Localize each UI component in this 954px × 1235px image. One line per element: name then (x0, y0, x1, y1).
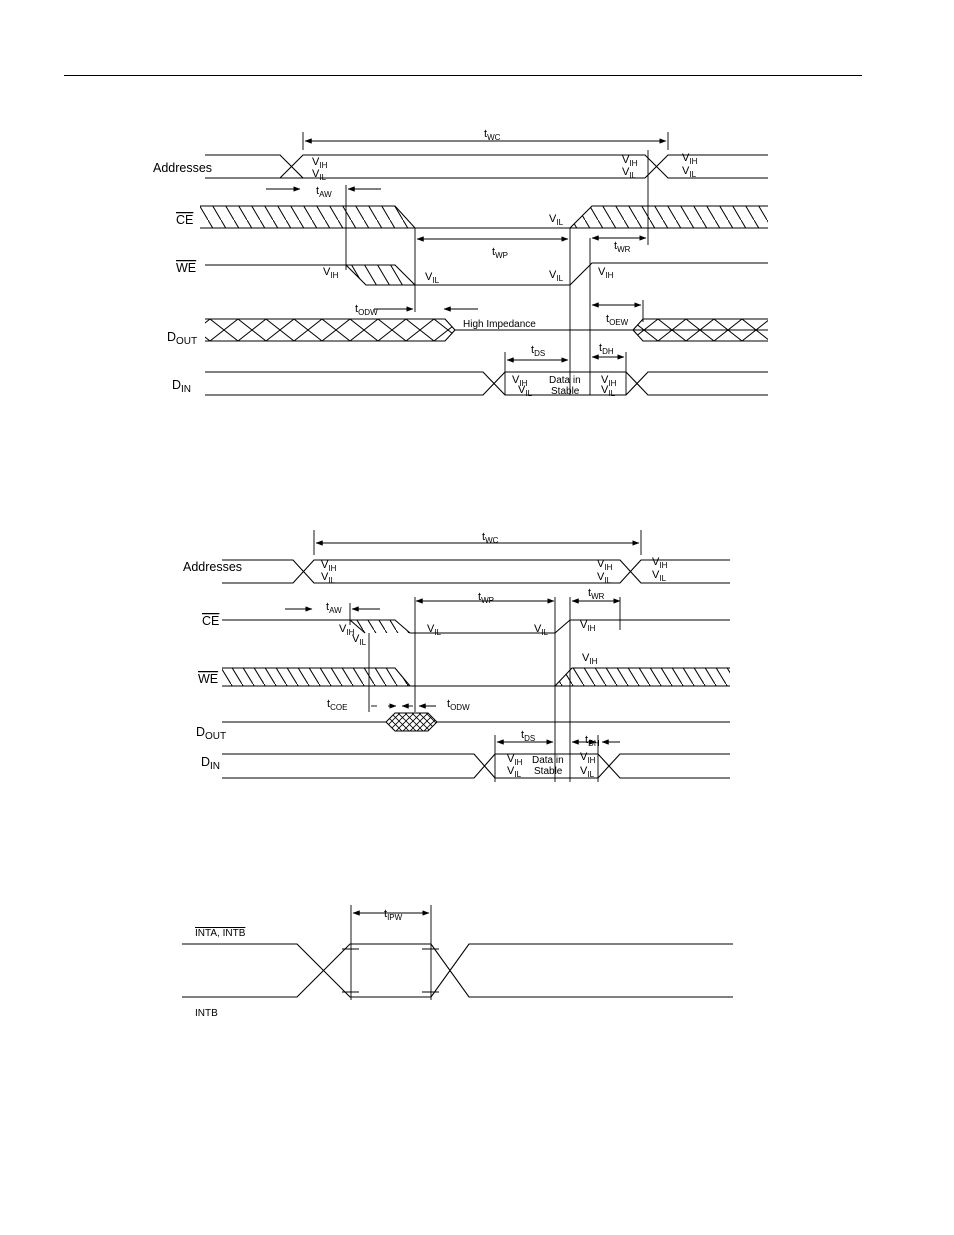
twr-label-2: tWR (588, 587, 605, 601)
addresses-label-1: Addresses (153, 161, 212, 175)
addr2-vil-left: VIL (321, 571, 336, 585)
addr-vil-mid: VIL (622, 166, 637, 180)
ce2-vil-left: VIL (352, 633, 367, 647)
stable-note-2: Stable (534, 766, 563, 777)
interrupt-pulse-diagram: tIPW INTA, INTB INTB (182, 905, 733, 1019)
header-rule (64, 75, 862, 76)
intb-label: INTB (195, 1008, 218, 1019)
high-impedance-note: High Impedance (463, 319, 536, 330)
ce2-vil-mid: VIL (427, 623, 442, 637)
din-vil-right: VIL (601, 384, 616, 398)
write-cycle-diagram-2: Addresses tWC VIH VIL VIH VIL VIH VIL tA… (183, 530, 730, 782)
din-vil-left: VIL (518, 384, 533, 398)
addr2-vil-mid: VIL (597, 571, 612, 585)
taw-label-2: tAW (326, 601, 342, 615)
addresses-waveform-1 (205, 154, 768, 179)
taw-label-1: tAW (316, 185, 332, 199)
tdh-label-1: tDH (599, 342, 614, 356)
ce-vil: VIL (549, 213, 564, 227)
data-in-note-2: Data in (532, 755, 564, 766)
dout-label-2: DOUT (196, 725, 226, 742)
din2-vil-right: VIL (580, 765, 595, 779)
tcoe-label-2: tCOE (327, 698, 347, 712)
ce2-vil-right: VIL (534, 623, 549, 637)
stable-note-1: Stable (551, 386, 580, 397)
din-label-1: DIN (172, 378, 191, 395)
todw-label-2: tODW (447, 698, 470, 712)
addr-vil-right: VIL (682, 165, 697, 179)
addr-vil-left: VIL (312, 168, 327, 182)
din-vih-right: VIH (601, 374, 617, 388)
ce2-vih: VIH (339, 623, 355, 637)
we2-vih: VIH (582, 652, 598, 666)
din-vih-left: VIH (512, 374, 528, 388)
we-vil-left: VIL (425, 271, 440, 285)
tds-label-2: tDS (521, 729, 535, 743)
din2-vil-left: VIL (507, 765, 522, 779)
twr-label-1: tWR (614, 240, 631, 254)
addr2-vih-right: VIH (652, 556, 668, 570)
addresses-label-2: Addresses (183, 560, 242, 574)
ce-label-2: CE (202, 614, 219, 628)
inta-intb-label: INTA, INTB (195, 928, 246, 939)
toew-label-1: tOEW (606, 313, 629, 327)
tds-label-1: tDS (531, 344, 545, 358)
twc-label-1: tWC (484, 128, 501, 142)
todw-label-1: tODW (355, 303, 378, 317)
addr2-vih-mid: VIH (597, 558, 613, 572)
twp-label-1: tWP (492, 246, 508, 260)
data-in-note-1: Data in (549, 375, 581, 386)
addr-vih-right: VIH (682, 152, 698, 166)
we-vih-left: VIH (323, 266, 339, 280)
ce2-vih-right: VIH (580, 619, 596, 633)
ce-label-1: CE (176, 213, 193, 227)
twc-label-2: tWC (482, 531, 499, 545)
we-vih-right: VIH (598, 266, 614, 280)
addr-vih-left: VIH (312, 156, 328, 170)
we-vil-right: VIL (549, 269, 564, 283)
addr2-vil-right: VIL (652, 569, 667, 583)
we-label-2: WE (198, 672, 218, 686)
twp-label-2: tWP (478, 591, 494, 605)
addr2-vih-left: VIH (321, 559, 337, 573)
din2-vih-right: VIH (580, 751, 596, 765)
addr-vih-mid: VIH (622, 154, 638, 168)
tipw-label: tIPW (384, 908, 403, 922)
write-cycle-diagram-1: Addresses tWC VIH VIL VIH VIL VIH VIL tA… (153, 128, 768, 398)
dout-label-1: DOUT (167, 330, 197, 347)
we-label-1: WE (176, 261, 196, 275)
tdh-label-2: tDH (585, 734, 600, 748)
din-label-2: DIN (201, 755, 220, 772)
din2-vih-left: VIH (507, 753, 523, 767)
